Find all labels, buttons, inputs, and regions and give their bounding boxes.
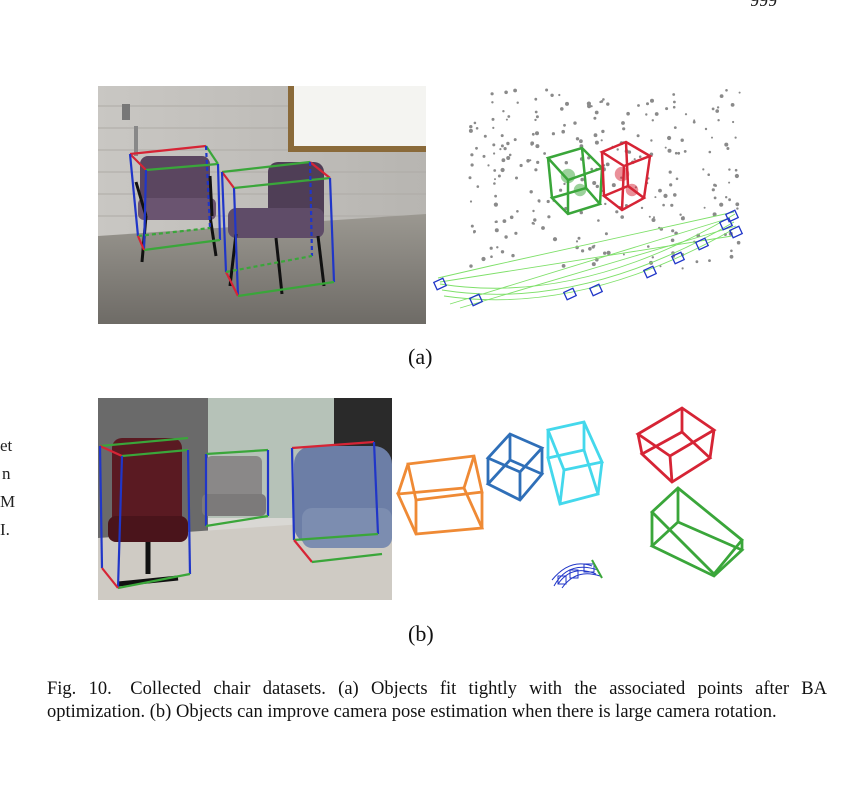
red-object-cube bbox=[599, 140, 653, 212]
red-object-cube bbox=[635, 406, 717, 484]
photo-two-chairs bbox=[98, 86, 426, 324]
side-text-fragment: M bbox=[0, 492, 16, 511]
subfigure-a-label: (a) bbox=[408, 344, 433, 369]
green-object-cube bbox=[649, 486, 745, 578]
figure-caption: Fig. 10. Collected chair datasets. (a) O… bbox=[47, 679, 827, 722]
camera-frustums bbox=[432, 209, 744, 307]
cyan-object-cube bbox=[546, 420, 604, 506]
side-text-fragment: et bbox=[0, 436, 13, 455]
map-points bbox=[468, 88, 741, 270]
side-text-fragment: n bbox=[2, 464, 11, 483]
point-cloud-reconstruction bbox=[430, 86, 746, 324]
photo-three-chairs bbox=[98, 398, 392, 600]
subfigure-b-label: (b) bbox=[408, 621, 434, 646]
green-object-cube bbox=[545, 146, 605, 216]
camera-trajectory bbox=[437, 211, 737, 309]
blue-object-cube bbox=[485, 432, 545, 502]
object-cuboid-reconstruction bbox=[392, 400, 754, 596]
camera-frustums bbox=[551, 559, 603, 589]
orange-object-cube bbox=[395, 454, 485, 536]
page-number: 999 bbox=[750, 0, 777, 10]
side-text-fragment: I. bbox=[0, 520, 10, 539]
